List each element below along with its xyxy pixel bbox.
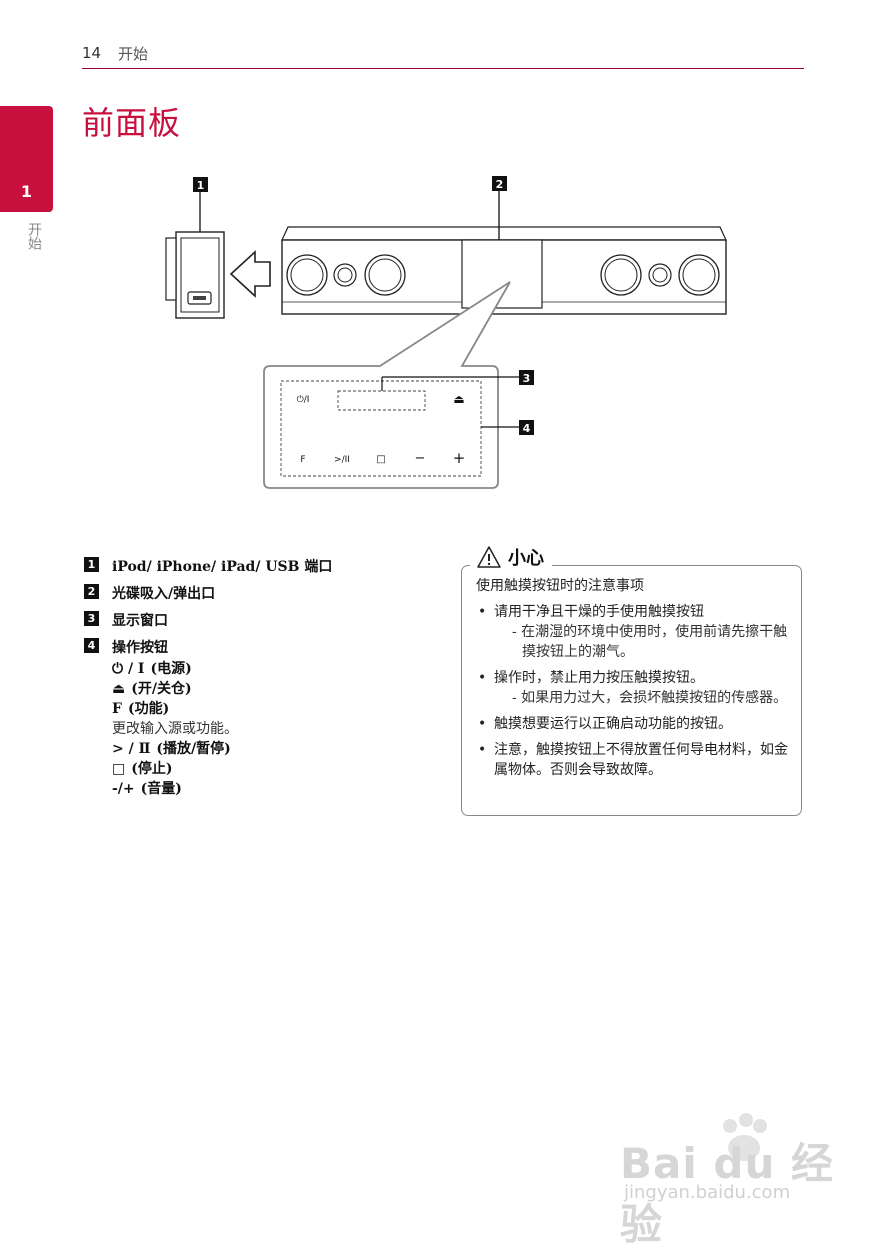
arrow-left-icon <box>229 250 271 298</box>
play-pause-icon: > / Ⅱ <box>112 741 151 757</box>
caution-title: 小心 <box>508 548 544 569</box>
caution-intro: 使用触摸按钮时的注意事项 <box>476 578 644 594</box>
plus-button-label: + <box>453 449 466 467</box>
legend-text: 操作按钮 <box>112 640 168 656</box>
caution-item: •请用干净且干燥的手使用触摸按钮 - 在潮湿的环境中使用时，使用前请先擦干触摸按… <box>476 602 792 662</box>
power-button-label: ⏻/I <box>297 394 310 405</box>
touch-panel-outline <box>280 380 482 477</box>
play-pause-button-label: >/II <box>334 455 350 465</box>
page-number: 14 <box>82 44 102 62</box>
volume-desc: -/+(音量) <box>112 781 182 797</box>
display-window <box>337 390 426 411</box>
function-button-label: F <box>300 455 305 465</box>
front-panel-diagram: 1 2 ⏻/I ⏏ F >/II <box>165 176 727 489</box>
callout-1-box <box>193 177 208 192</box>
chapter-tab <box>0 106 53 212</box>
page-title: 前面板 <box>82 104 182 142</box>
legend-text: iPod/ iPhone/ iPad/ USB 端口 <box>112 559 333 575</box>
caution-box <box>461 565 802 816</box>
eject-desc: ⏏(开/关仓) <box>112 681 192 697</box>
button-descriptions: ⏻ / Ⅰ(电源) ⏏(开/关仓) F(功能) 更改输入源或功能。 > / Ⅱ(… <box>112 659 444 799</box>
caution-subitem: - 如果用力过大，会损坏触摸按钮的传感器。 <box>512 690 788 706</box>
caution-body: 使用触摸按钮时的注意事项 •请用干净且干燥的手使用触摸按钮 - 在潮湿的环境中使… <box>476 576 792 786</box>
baidu-paw-icon <box>723 1113 767 1161</box>
legend-item: 1 iPod/ iPhone/ iPad/ USB 端口 <box>84 556 444 576</box>
legend-badge: 3 <box>84 611 99 626</box>
legend-item: 2 光碟吸入/弹出口 <box>84 583 444 603</box>
legend-text: 光碟吸入/弹出口 <box>112 586 216 602</box>
watermark-url: jingyan.baidu.com <box>624 1182 791 1203</box>
legend-text: 显示窗口 <box>112 613 168 629</box>
caution-item: •操作时，禁止用力按压触摸按钮。 - 如果用力过大，会损坏触摸按钮的传感器。 <box>476 668 792 708</box>
stop-button-label: □ <box>376 454 385 465</box>
caution-subitem: - 在潮湿的环境中使用时，使用前请先擦干触摸按钮上的潮气。 <box>512 624 788 660</box>
stop-desc: □(停止) <box>112 761 173 777</box>
legend-badge: 4 <box>84 638 99 653</box>
caution-item: •注意，触摸按钮上不得放置任何导电材料，如金属物体。否则会导致故障。 <box>478 742 788 778</box>
zoom-bubble <box>263 281 511 489</box>
callout-1-label: 1 <box>197 179 205 192</box>
legend-badge: 2 <box>84 584 99 599</box>
eject-icon: ⏏ <box>112 681 126 697</box>
section-title: 开始 <box>118 45 149 63</box>
power-desc: ⏻ / Ⅰ(电源) <box>112 661 192 677</box>
callout-2-box <box>492 176 507 191</box>
caution-header: 小心 <box>470 544 552 570</box>
soundbar-unit <box>281 226 727 315</box>
callout-4-box <box>519 420 534 435</box>
chapter-label: 开始 <box>26 222 42 250</box>
stop-icon: □ <box>112 761 126 777</box>
function-desc: F(功能) <box>112 701 170 717</box>
function-note: 更改输入源或功能。 <box>112 721 238 737</box>
legend-item: 4 操作按钮 <box>84 637 444 657</box>
warning-icon <box>477 546 501 568</box>
power-icon: ⏻ / Ⅰ <box>112 661 145 677</box>
chapter-number: 1 <box>20 182 33 201</box>
play-pause-desc: > / Ⅱ(播放/暂停) <box>112 741 231 757</box>
eject-button-label: ⏏ <box>453 392 464 406</box>
callout-2-label: 2 <box>496 178 504 191</box>
minus-button-label: − <box>415 451 426 466</box>
header-rule <box>82 68 804 69</box>
callout-3-box <box>519 370 534 385</box>
caution-item: •触摸想要运行以正确启动功能的按钮。 <box>478 716 732 732</box>
side-view <box>165 231 225 319</box>
legend-item: 3 显示窗口 <box>84 610 444 630</box>
callout-3-label: 3 <box>523 372 531 385</box>
legend-badge: 1 <box>84 557 99 572</box>
legend-list: 1 iPod/ iPhone/ iPad/ USB 端口 2 光碟吸入/弹出口 … <box>84 556 444 799</box>
callout-4-label: 4 <box>523 422 531 435</box>
